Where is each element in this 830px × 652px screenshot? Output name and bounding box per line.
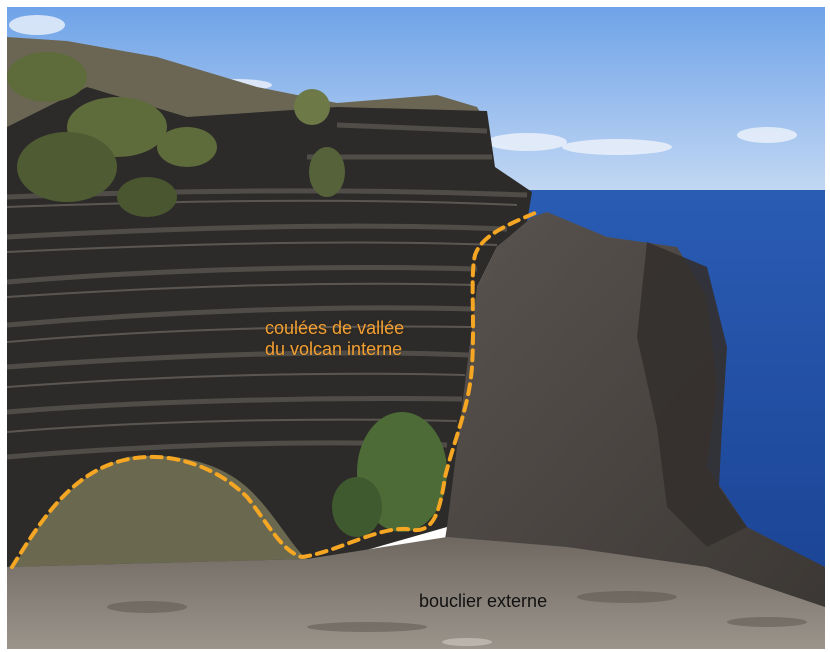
vegetation	[7, 52, 447, 537]
geologic-boundary-line	[10, 211, 537, 569]
valley-flows-line1: coulées de vallée	[265, 318, 405, 338]
cliff-photo	[7, 7, 825, 649]
valley-flows-line2: du volcan interne	[265, 339, 403, 359]
shield-slope	[427, 212, 825, 649]
photo-frame: coulées de vallée du volcan interne bouc…	[7, 7, 825, 649]
foreground-ground	[7, 537, 825, 649]
shield-cliff-face	[637, 242, 747, 547]
outer-shield-label: bouclier externe	[419, 591, 548, 611]
valley-flows-label: coulées de vallée du volcan interne	[265, 318, 404, 360]
ground-texture	[107, 591, 807, 646]
